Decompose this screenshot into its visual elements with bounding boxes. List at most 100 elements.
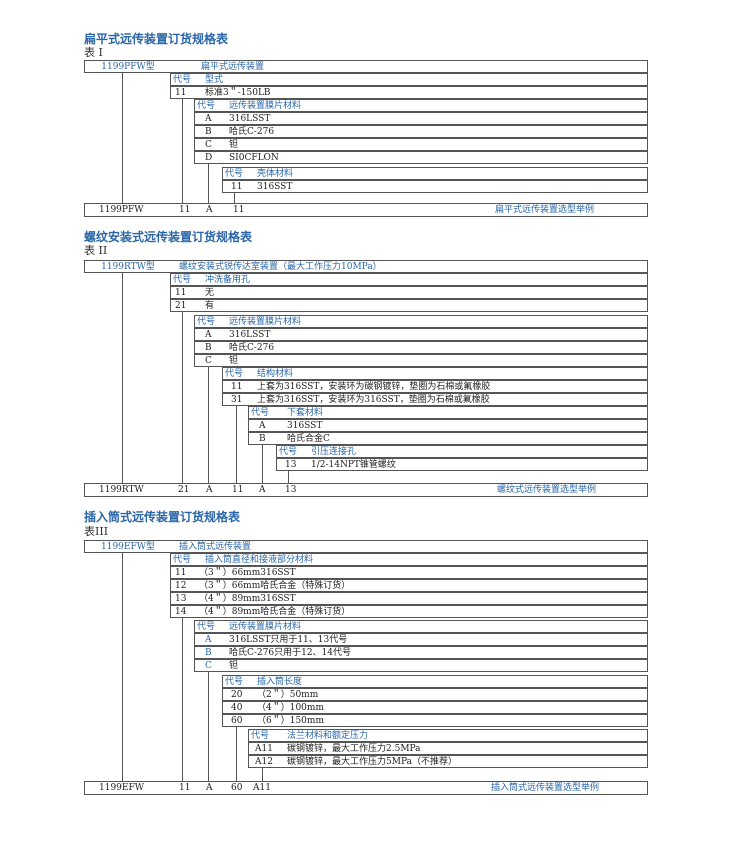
table3-summary-label: 插入筒式远传装置选型举例 <box>491 783 600 793</box>
table1-g2-row: B 哈氏C-276 <box>194 125 648 138</box>
table2-g2-row-desc: 哈氏C-276 <box>229 343 275 353</box>
table3-g2-row-code: C <box>205 661 212 671</box>
table2-model-desc: 螺纹安装式锐传达室装置（最大工作压力10MPa） <box>179 262 382 272</box>
table2-g5-code-header: 代号 <box>279 447 298 457</box>
table2-g3-row: 11 上套为316SST，安装环为碳钢镀锌，垫圈为石棉或氟橡胶 <box>222 380 648 393</box>
table3-summary-code: A11 <box>253 783 271 793</box>
table2-g4-label: 下套材料 <box>287 408 324 418</box>
table1-g3-row-desc: 316SST <box>257 182 293 192</box>
table2-g1-label: 冲洗备用孔 <box>205 275 251 285</box>
table3-g1-label: 插入筒直径和接液部分材料 <box>205 555 314 565</box>
table3-summary-code: 60 <box>231 783 243 793</box>
table1-g2-row-desc: 钽 <box>229 140 239 150</box>
table2-vline <box>208 367 209 483</box>
table1-vline <box>208 164 209 203</box>
table2-g2-code-header: 代号 <box>197 317 216 327</box>
table3-g1-row: 12 （3＂）66mm哈氏合金（特殊订货） <box>170 579 648 592</box>
table2-g2-row-desc: 钽 <box>229 356 239 366</box>
table3-g1-row-code: 14 <box>175 607 187 617</box>
table2-g2-row: B 哈氏C-276 <box>194 341 648 354</box>
table2-summary-code: 21 <box>178 485 190 495</box>
table3-g2-label: 远传装置膜片材料 <box>229 622 302 632</box>
table3-g4-row-desc: 碳钢镀锌，最大工作压力5MPa（不推荐） <box>287 757 457 767</box>
table1-g3-code-header: 代号 <box>225 169 244 179</box>
table1-g3-label: 壳体材料 <box>257 169 294 179</box>
table3-vline <box>236 727 237 781</box>
table2-title: 螺纹安装式远传装置订货规格表 <box>84 230 253 244</box>
table3-g4-row-desc: 碳钢镀锌，最大工作压力2.5MPa <box>287 744 421 754</box>
table3-g3-row-desc: （6＂）150mm <box>257 716 324 726</box>
table1-vline <box>122 73 123 203</box>
table2-vline <box>288 471 289 483</box>
table3-g2-row: C 钽 <box>194 659 648 672</box>
table1-g3-header: 代号 壳体材料 <box>222 167 648 180</box>
table1-summary-model: 1199PFW <box>99 205 144 215</box>
table1-g2-row-desc: 哈氏C-276 <box>229 127 275 137</box>
table1-g1-code-header: 代号 <box>173 75 192 85</box>
table2-vline <box>236 406 237 483</box>
table2-vline <box>262 445 263 483</box>
table3-model-desc: 插入筒式远传装置 <box>179 542 252 552</box>
table3-g3-row-code: 60 <box>231 716 243 726</box>
table3-model: 1199EFW型 <box>101 542 155 552</box>
table2-g5-row-code: 13 <box>285 460 297 470</box>
table2-header-row: 1199RTW型 螺纹安装式锐传达室装置（最大工作压力10MPa） <box>84 260 648 273</box>
table2-summary-code: 13 <box>285 485 297 495</box>
table3-vline <box>208 672 209 781</box>
table3-g3-row-code: 40 <box>231 703 243 713</box>
table1-g2-row: A 316LSST <box>194 112 648 125</box>
table1-g2-row-code: C <box>205 140 212 150</box>
table3-g3-row: 60 （6＂）150mm <box>222 714 648 727</box>
table2-g2-row: A 316LSST <box>194 328 648 341</box>
table1-summary-code: 11 <box>233 205 245 215</box>
table2-g3-row-desc: 上套为316SST，安装环为316SST，垫圈为石棉或氟橡胶 <box>257 395 490 405</box>
table2-summary-row: 1199RTW 21 A 11 A 13 螺纹式远传装置选型举例 <box>84 483 648 497</box>
table1-g2-row-code: A <box>205 114 212 124</box>
table2-g1-row-code: 11 <box>175 288 187 298</box>
table2-g3-row-desc: 上套为316SST，安装环为碳钢镀锌，垫圈为石棉或氟橡胶 <box>257 382 491 392</box>
table1-g2-row-code: B <box>205 127 212 137</box>
table3-g1-row-code: 11 <box>175 568 187 578</box>
table3-title: 插入筒式远传装置订货规格表 <box>84 510 241 524</box>
table3-vline <box>182 618 183 781</box>
table3-summary-code: 11 <box>179 783 191 793</box>
table3-g1-header: 代号 插入筒直径和接液部分材料 <box>170 553 648 566</box>
table2-g4-row-desc: 316SST <box>287 421 323 431</box>
table3-g3-label: 插入筒长度 <box>257 677 303 687</box>
table2-g4-row-desc: 哈氏合金C <box>287 434 330 444</box>
table3-g3-row-code: 20 <box>231 690 243 700</box>
table3-summary-code: A <box>206 783 213 793</box>
table2-summary-code: A <box>259 485 266 495</box>
table1-g1-row-code: 11 <box>175 88 187 98</box>
table2-g2-row-code: B <box>205 343 212 353</box>
table2-subtitle: 表 II <box>84 244 108 257</box>
table3-g1-row: 11 （3＂）66mm316SST <box>170 566 648 579</box>
table3-g4-header: 代号 法兰材料和额定压力 <box>248 729 648 742</box>
table2-g5-row: 13 1/2-14NPT锥管螺纹 <box>276 458 648 471</box>
table2-summary-label: 螺纹式远传装置选型举例 <box>497 485 597 495</box>
table2-summary-code: A <box>206 485 213 495</box>
table1-vline <box>234 193 235 203</box>
table2-g5-label: 引压连接孔 <box>311 447 357 457</box>
table3-vline <box>122 553 123 781</box>
table2-g4-code-header: 代号 <box>251 408 270 418</box>
table3-g4-label: 法兰材料和额定压力 <box>287 731 369 741</box>
table2-g4-header: 代号 下套材料 <box>248 406 648 419</box>
table2-model: 1199RTW型 <box>101 262 155 272</box>
table1-g3-row-code: 11 <box>231 182 243 192</box>
table3-g2-row-desc: 哈氏C-276只用于12、14代号 <box>229 648 352 658</box>
table2-g2-row-code: A <box>205 330 212 340</box>
table2-g1-header: 代号 冲洗备用孔 <box>170 273 648 286</box>
table1-g2-header: 代号 远传装置膜片材料 <box>194 99 648 112</box>
table3-g4-row: A11 碳钢镀锌，最大工作压力2.5MPa <box>248 742 648 755</box>
table3-g2-row: A 316LSST只用于11、13代号 <box>194 633 648 646</box>
table3-g1-row-desc: （4＂）89mm316SST <box>199 594 296 604</box>
table1-g2-label: 远传装置膜片材料 <box>229 101 302 111</box>
table3-g2-row: B 哈氏C-276只用于12、14代号 <box>194 646 648 659</box>
table3-g3-row-desc: （2＂）50mm <box>257 690 319 700</box>
table3-g2-header: 代号 远传装置膜片材料 <box>194 620 648 633</box>
table2-g3-header: 代号 结构材料 <box>222 367 648 380</box>
table2-g3-label: 结构材料 <box>257 369 294 379</box>
table1-g2-row: C 钽 <box>194 138 648 151</box>
table3-g3-code-header: 代号 <box>225 677 244 687</box>
